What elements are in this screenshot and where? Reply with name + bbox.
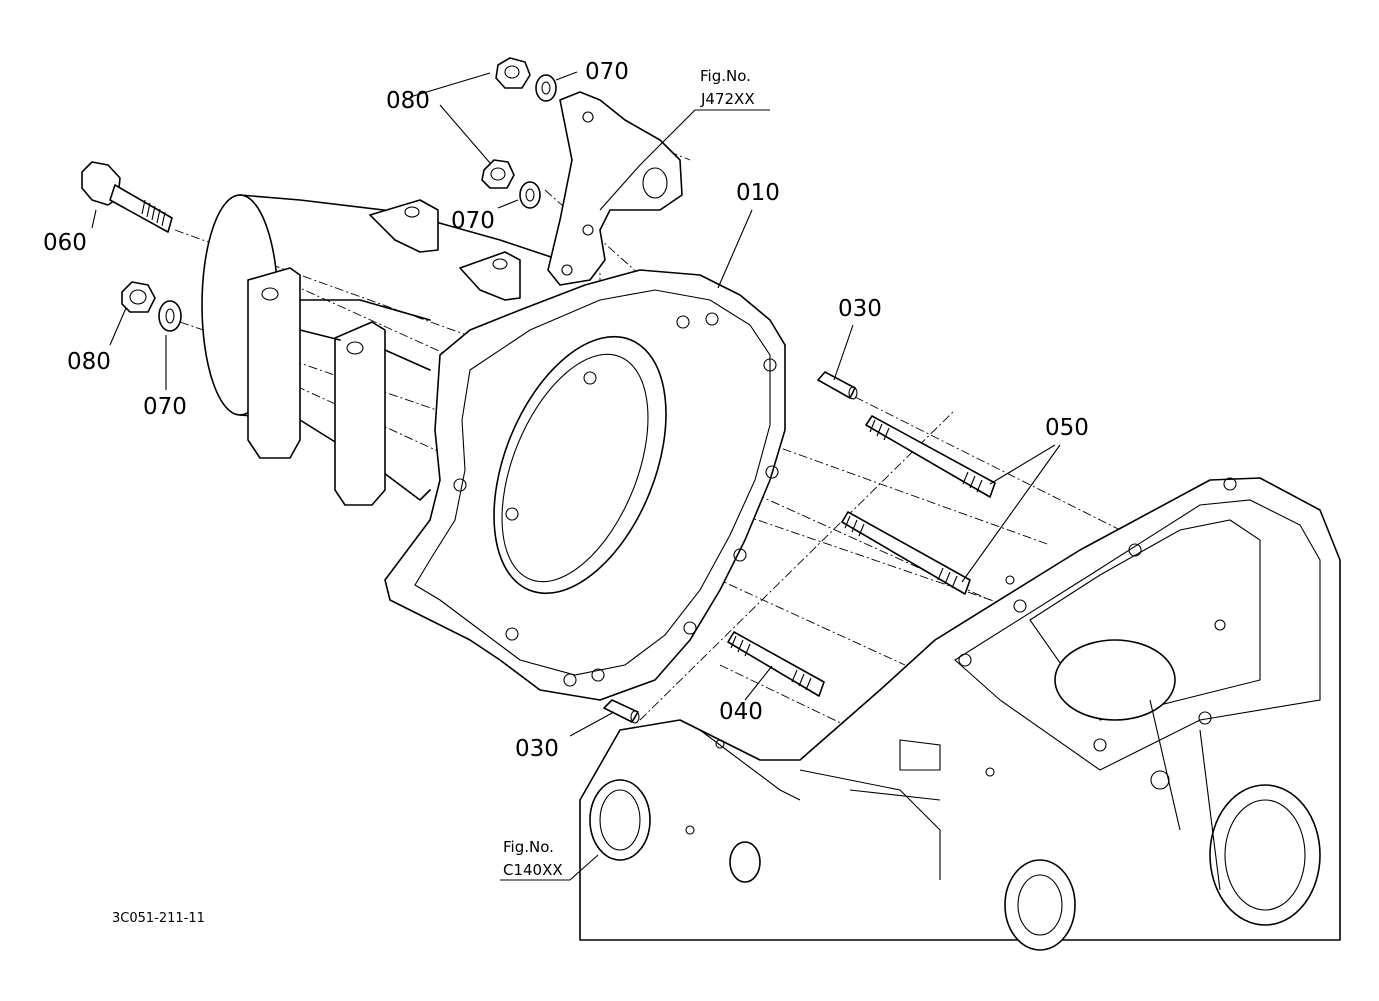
pin-030-lower <box>603 699 640 724</box>
label-070-top: 070 <box>585 59 629 85</box>
fig-ref-bottom-line2: C140XX <box>503 861 563 879</box>
label-010: 010 <box>736 180 780 206</box>
label-030-lower: 030 <box>515 736 559 762</box>
part-labels: 010 030 030 040 050 060 070 070 070 080 … <box>43 59 1089 762</box>
fig-ref-top-line1: Fig.No. <box>700 67 751 85</box>
label-030-upper: 030 <box>838 296 882 322</box>
washer-070-top <box>535 74 557 102</box>
nut-080-left <box>121 281 156 313</box>
bracket <box>547 91 683 286</box>
label-070-left: 070 <box>143 394 187 420</box>
housing-body <box>201 194 561 506</box>
bolt-060 <box>81 161 173 233</box>
label-070-mid: 070 <box>451 208 495 234</box>
flange-bolt-holes <box>453 312 779 687</box>
stud-050-lower <box>841 511 971 595</box>
label-040: 040 <box>719 699 763 725</box>
nut-080-top <box>495 57 531 89</box>
transmission-case <box>579 477 1341 951</box>
fig-ref-bottom: Fig.No. C140XX <box>503 838 563 879</box>
leader-lines <box>91 71 1061 881</box>
fig-ref-bottom-line1: Fig.No. <box>503 838 554 856</box>
nut-080-mid <box>481 159 515 189</box>
label-050: 050 <box>1045 415 1089 441</box>
case-flange-010 <box>384 269 786 701</box>
case-bolt-holes <box>685 477 1237 835</box>
stud-050-upper <box>865 415 996 498</box>
label-080-left: 080 <box>67 349 111 375</box>
label-060: 060 <box>43 230 87 256</box>
fig-ref-top-line2: J472XX <box>700 90 755 108</box>
fig-ref-top: Fig.No. J472XX <box>700 67 755 108</box>
washer-070-left <box>158 300 182 332</box>
stud-040 <box>727 631 825 697</box>
pin-030-upper <box>817 371 858 400</box>
label-080-top: 080 <box>386 88 430 114</box>
washer-070-mid <box>519 181 541 209</box>
drawing-code: 3C051-211-11 <box>112 911 205 926</box>
